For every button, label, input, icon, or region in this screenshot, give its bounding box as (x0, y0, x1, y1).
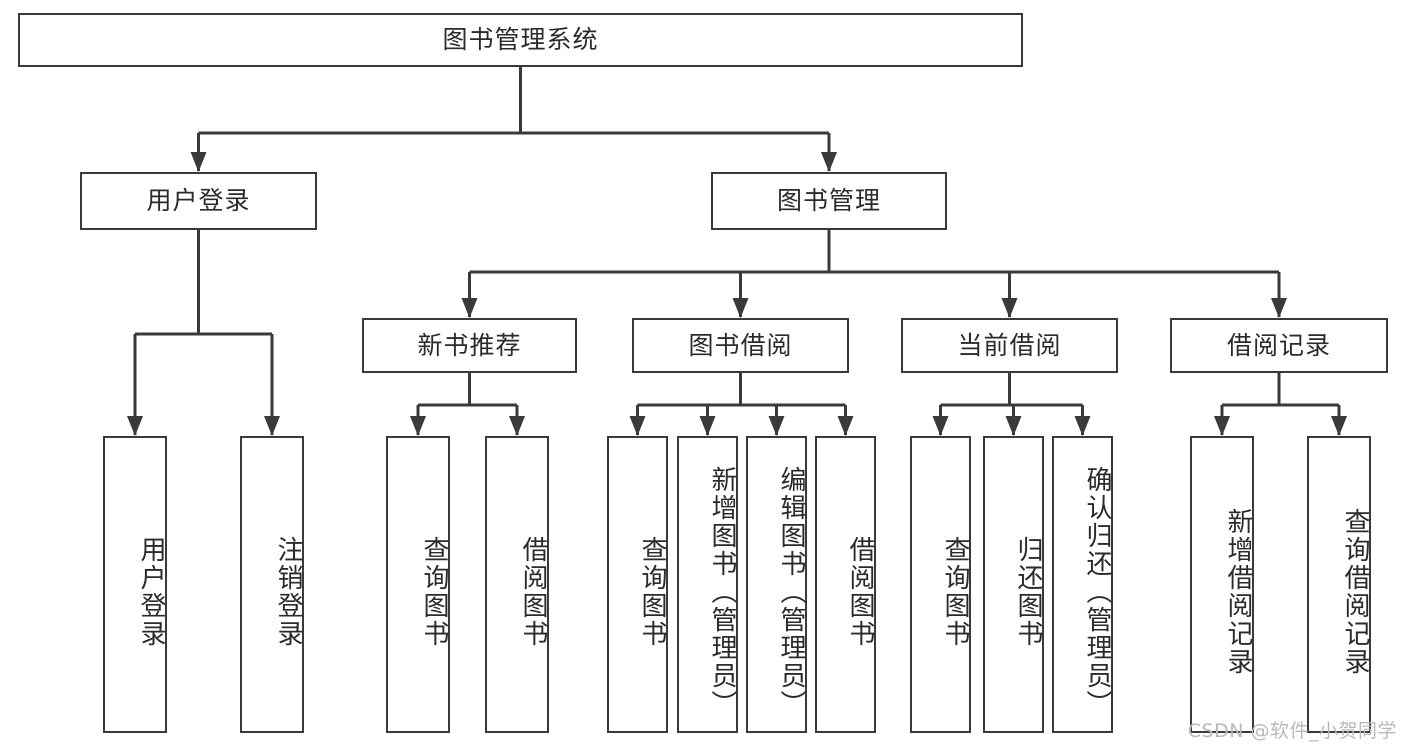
node-book-borrowing[interactable]: 图书借阅 (632, 318, 849, 373)
leaf-borrow-book-borrowing[interactable]: 借阅图书 (815, 436, 876, 733)
leaf-query-book-borrowing[interactable]: 查询图书 (607, 436, 668, 733)
node-label: 查询图书 (940, 535, 970, 648)
node-label: 借阅记录 (1226, 330, 1331, 360)
leaf-borrow-book-recommendation[interactable]: 借阅图书 (485, 436, 549, 733)
node-label: 编辑图书（管理员） (776, 465, 806, 718)
node-label: 查询图书 (419, 535, 449, 648)
node-current-loans[interactable]: 当前借阅 (901, 318, 1118, 373)
node-user-login[interactable]: 用户登录 (80, 172, 317, 230)
node-label: 查询图书 (637, 535, 667, 648)
leaf-add-loan-record[interactable]: 新增借阅记录 (1190, 436, 1254, 733)
leaf-query-loan-record[interactable]: 查询借阅记录 (1307, 436, 1371, 733)
node-label: 确认归还（管理员） (1082, 465, 1112, 718)
node-label: 图书管理 (776, 186, 881, 216)
node-new-book-recommendation[interactable]: 新书推荐 (362, 318, 577, 373)
node-label: 注销登录 (273, 535, 303, 648)
leaf-edit-book-admin[interactable]: 编辑图书（管理员） (746, 436, 807, 733)
node-root-system[interactable]: 图书管理系统 (18, 13, 1023, 67)
leaf-return-book[interactable]: 归还图书 (983, 436, 1044, 733)
node-label: 新增图书（管理员） (707, 465, 737, 718)
node-label: 用户登录 (146, 186, 251, 216)
leaf-query-book-current-loans[interactable]: 查询图书 (910, 436, 971, 733)
leaf-user-logout[interactable]: 注销登录 (240, 436, 304, 733)
leaf-add-book-admin[interactable]: 新增图书（管理员） (677, 436, 738, 733)
node-book-management[interactable]: 图书管理 (711, 172, 947, 230)
node-label: 图书借阅 (688, 330, 793, 360)
node-label: 新书推荐 (417, 330, 522, 360)
leaf-query-book-recommendation[interactable]: 查询图书 (386, 436, 450, 733)
node-label: 查询借阅记录 (1340, 507, 1370, 676)
node-label: 图书管理系统 (442, 25, 599, 55)
node-label: 新增借阅记录 (1223, 507, 1253, 676)
node-label: 用户登录 (136, 535, 166, 648)
node-label: 借阅图书 (518, 535, 548, 648)
node-loan-records[interactable]: 借阅记录 (1170, 318, 1388, 373)
leaf-confirm-return-admin[interactable]: 确认归还（管理员） (1052, 436, 1113, 733)
node-label: 借阅图书 (845, 535, 875, 648)
node-label: 当前借阅 (957, 330, 1062, 360)
node-label: 归还图书 (1013, 535, 1043, 648)
watermark-text: CSDN @软件_小贺同学 (1187, 720, 1397, 742)
leaf-user-login[interactable]: 用户登录 (103, 436, 167, 733)
